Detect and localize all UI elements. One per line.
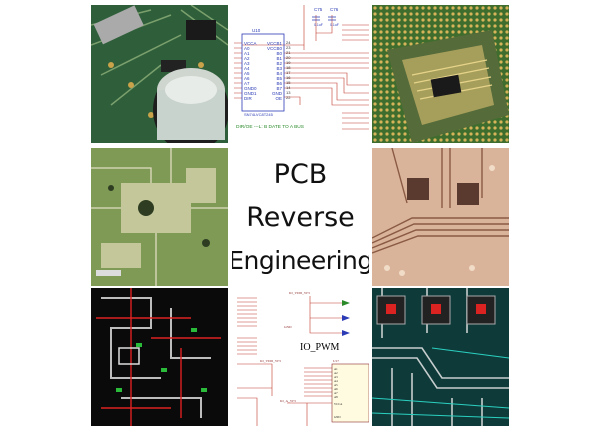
- title-line-engineering: Engineering: [232, 245, 369, 275]
- svg-text:A4: A4: [244, 66, 250, 71]
- svg-text:A6: A6: [244, 76, 250, 81]
- net-label: IO_A_3V3: [280, 399, 296, 403]
- svg-text:B3: B3: [276, 66, 282, 71]
- svg-text:A0: A0: [244, 46, 250, 51]
- svg-text:DIR: DIR: [244, 96, 253, 101]
- pcb-layout-3d: [372, 288, 509, 426]
- cap-value: 0.1uF: [330, 23, 339, 27]
- svg-text:16: 16: [286, 75, 291, 80]
- title-line-pcb: PCB: [273, 158, 328, 190]
- gnd-label: GND: [284, 325, 292, 329]
- svg-text:A4: A4: [334, 379, 338, 383]
- pcb-photo-bga-pads: [372, 5, 509, 143]
- svg-text:GND0: GND0: [244, 86, 257, 91]
- svg-text:A2: A2: [244, 56, 250, 61]
- pcb-layout-view: [91, 288, 228, 426]
- svg-text:A7: A7: [334, 391, 338, 395]
- svg-text:B1: B1: [276, 56, 282, 61]
- svg-text:VCCA: VCCA: [334, 402, 343, 406]
- svg-text:20: 20: [286, 55, 291, 60]
- svg-text:B6: B6: [276, 81, 282, 86]
- pcb-photo-capacitor: [91, 5, 228, 143]
- svg-text:B0: B0: [276, 51, 282, 56]
- pcb-photo-bare-board: [91, 148, 228, 286]
- cap-label: C75: [314, 7, 323, 12]
- cap-value: 0.1uF: [314, 23, 323, 27]
- svg-text:15: 15: [286, 80, 291, 85]
- svg-text:A1: A1: [334, 367, 338, 371]
- svg-text:GND: GND: [334, 415, 341, 419]
- svg-text:OE: OE: [275, 96, 282, 101]
- svg-text:A6: A6: [334, 387, 338, 391]
- pcb-photo-copper-traces: [372, 148, 509, 286]
- svg-text:19: 19: [286, 60, 291, 65]
- svg-text:B7: B7: [276, 86, 282, 91]
- block-title: IO_PWM: [300, 342, 340, 353]
- chip-ref: U10: [252, 28, 261, 33]
- svg-text:A3: A3: [334, 375, 338, 379]
- chip-part: SN74LVC8T245: [244, 112, 274, 117]
- schematic-note: DIR/OE ---L: B DATE TO A BUS: [236, 124, 304, 130]
- cap-label: C76: [330, 7, 339, 12]
- svg-text:13: 13: [286, 90, 291, 95]
- svg-text:24: 24: [286, 40, 291, 45]
- title-block: PCB Reverse Engineering: [232, 148, 369, 286]
- svg-text:21: 21: [286, 50, 291, 55]
- svg-text:A2: A2: [334, 371, 338, 375]
- svg-text:A8: A8: [334, 395, 338, 399]
- svg-text:GND: GND: [272, 91, 283, 96]
- svg-text:A3: A3: [244, 61, 250, 66]
- svg-text:14: 14: [286, 85, 291, 90]
- title-line-reverse: Reverse: [246, 201, 355, 233]
- svg-text:GND1: GND1: [244, 91, 257, 96]
- svg-text:A5: A5: [244, 71, 250, 76]
- svg-text:A7: A7: [244, 81, 250, 86]
- svg-text:VCCB0: VCCB0: [267, 46, 283, 51]
- svg-text:18: 18: [286, 65, 291, 70]
- svg-text:23: 23: [286, 45, 291, 50]
- svg-text:VCCB1: VCCB1: [267, 41, 283, 46]
- svg-text:17: 17: [286, 70, 291, 75]
- svg-text:VCCA: VCCA: [244, 41, 257, 46]
- svg-text:A5: A5: [334, 383, 338, 387]
- svg-text:B4: B4: [276, 71, 282, 76]
- power-net-label: IO_VDD_3V3: [289, 291, 310, 295]
- svg-text:A1: A1: [244, 51, 250, 56]
- chip-ref: U17: [333, 359, 339, 363]
- svg-text:B5: B5: [276, 76, 282, 81]
- power-net-label: IO_VDD_3V3: [260, 359, 281, 363]
- schematic-io-pwm: IO_VDD_3V3 IO_VDD_3V3 IO_PWM U17 IO_A_3V…: [232, 288, 369, 426]
- svg-text:22: 22: [286, 95, 291, 100]
- svg-text:B2: B2: [276, 61, 282, 66]
